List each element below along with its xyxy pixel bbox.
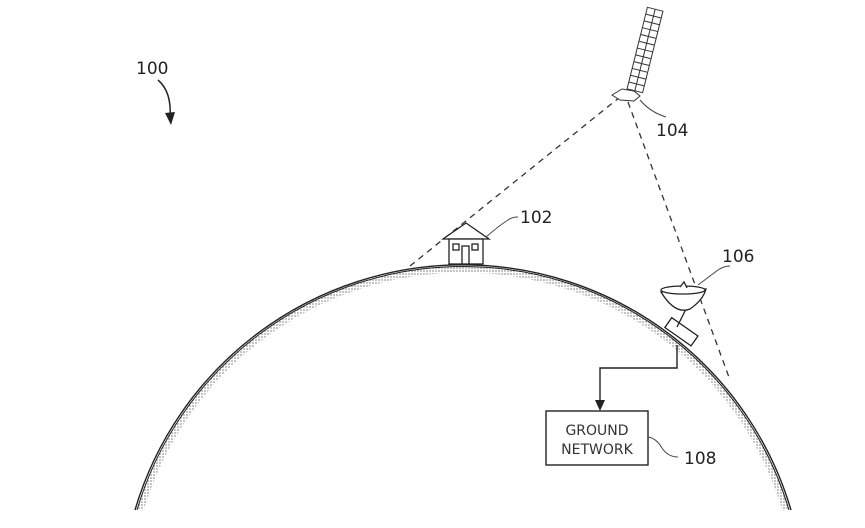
reference-arrow <box>157 79 171 119</box>
earth-surface <box>134 264 792 512</box>
house-icon <box>440 222 492 265</box>
satellite-ref-label: 104 <box>656 121 688 141</box>
uplink-beam-terminal <box>409 96 621 267</box>
ground-network-label-line2: NETWORK <box>561 442 633 458</box>
ground-network-label-line1: GROUND <box>565 423 628 439</box>
satellite-dish-icon <box>659 280 707 347</box>
system-ref-label: 100 <box>136 59 168 79</box>
satellite-icon <box>611 6 664 102</box>
uplink-beam-gateway <box>627 101 731 381</box>
arrowhead-icon <box>595 400 605 411</box>
connection-line <box>599 345 678 402</box>
leader-line <box>697 265 731 286</box>
arrowhead-icon <box>165 112 175 125</box>
terminal-ref-label: 102 <box>520 208 552 228</box>
leader-line <box>647 436 679 458</box>
gateway-ref-label: 106 <box>722 247 754 267</box>
ground-network-box <box>545 410 649 466</box>
leader-line <box>639 99 667 118</box>
leader-line <box>485 216 519 238</box>
ground-network-ref-label: 108 <box>684 449 716 469</box>
